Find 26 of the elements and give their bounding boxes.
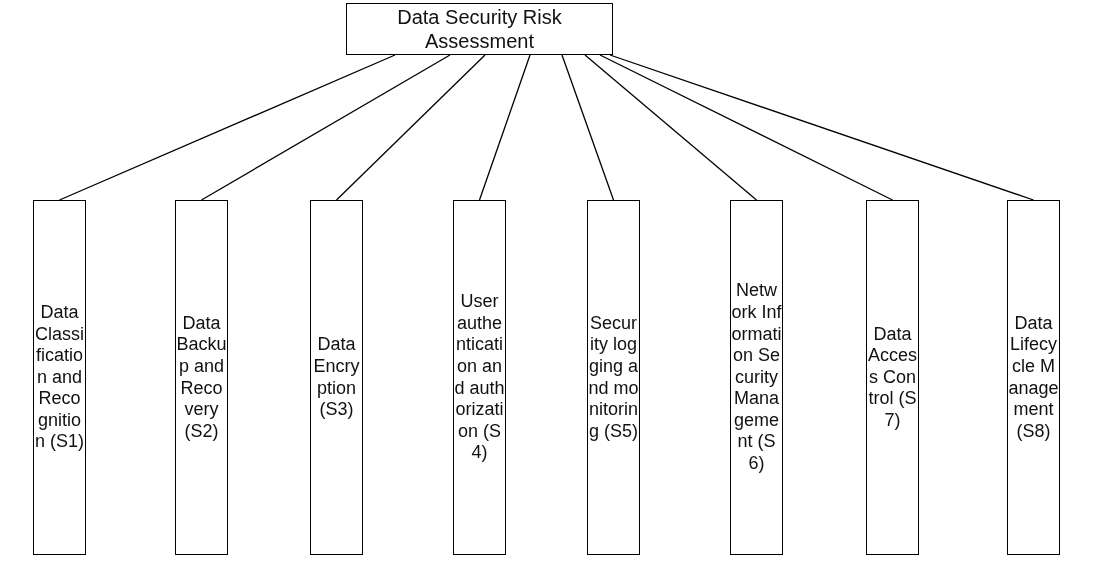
connector-line — [561, 54, 615, 201]
category-box — [453, 200, 506, 555]
connector-line — [478, 54, 531, 201]
connector-line — [335, 54, 486, 201]
category-box — [1007, 200, 1060, 555]
node-label: User authentication and authorization (S4) — [454, 291, 505, 464]
root-box — [346, 3, 613, 55]
node-label: Network Information Security Management (S6) — [731, 280, 782, 475]
connector-line — [58, 54, 396, 201]
category-box — [33, 200, 86, 555]
connector-line — [200, 54, 451, 201]
category-box — [866, 200, 919, 555]
node-label: Data Security Risk Assessment — [396, 5, 563, 53]
category-box — [730, 200, 783, 555]
node-label: Data Access Control (S7) — [867, 323, 918, 432]
category-box — [175, 200, 228, 555]
node-label: Data Classification and Recognition (S1) — [34, 301, 85, 454]
connector-line — [584, 54, 758, 201]
node-label: Data Encryption (S3) — [312, 334, 361, 421]
node-label: Data Backup and Recovery (S2) — [176, 312, 227, 443]
connector-line — [599, 54, 894, 201]
category-box — [587, 200, 640, 555]
category-box — [310, 200, 363, 555]
node-label: Security logging and monitoring (S5) — [588, 312, 639, 443]
connector-line — [609, 54, 1035, 201]
node-label: Data Lifecycle Management (S8) — [1008, 312, 1059, 443]
